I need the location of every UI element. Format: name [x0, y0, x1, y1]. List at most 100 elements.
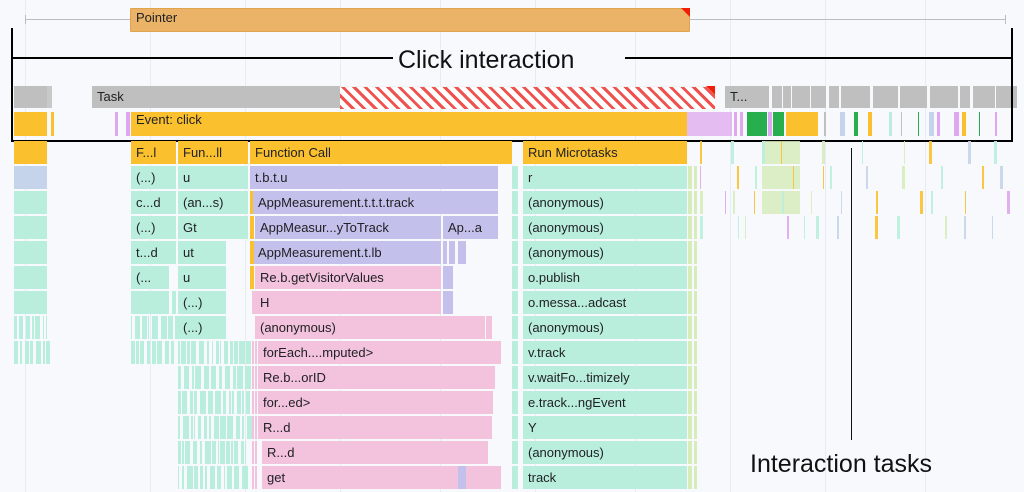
flame-entry-sliver[interactable]: [423, 441, 437, 464]
flame-entry-sliver[interactable]: [458, 341, 473, 364]
flame-entry-sliver[interactable]: [694, 341, 697, 364]
event-entry[interactable]: [954, 112, 959, 136]
flame-entry-sliver[interactable]: [14, 216, 47, 239]
flame-entry-sliver[interactable]: [35, 316, 40, 339]
flame-entry-sliver[interactable]: [252, 291, 255, 314]
flame-entry-sliver[interactable]: [161, 316, 167, 339]
flame-entry-sliver[interactable]: [255, 466, 257, 489]
flame-entry-sliver[interactable]: [226, 441, 230, 464]
flame-entry[interactable]: F...l: [131, 141, 176, 164]
flame-entry[interactable]: t.b.t.u: [250, 166, 498, 189]
flame-entry-sliver[interactable]: [25, 341, 29, 364]
flame-entry-sliver[interactable]: [190, 391, 193, 414]
flame-entry-sliver[interactable]: [512, 191, 518, 214]
flame-entry-sliver[interactable]: [194, 416, 195, 439]
flame-entry-sliver[interactable]: [14, 141, 47, 164]
flame-entry-sliver[interactable]: [224, 466, 225, 489]
flame-entry-sliver[interactable]: [255, 341, 257, 364]
event-entry-gc[interactable]: [773, 112, 784, 136]
flame-entry[interactable]: (anonymous): [255, 316, 485, 339]
flame-entry-sliver[interactable]: [413, 466, 417, 489]
flame-entry[interactable]: v.waitFo...timizely: [523, 366, 687, 389]
flame-entry-sliver[interactable]: [172, 291, 176, 314]
flame-entry-sliver[interactable]: [968, 141, 971, 164]
flame-entry-sliver[interactable]: [162, 291, 164, 314]
flame-entry-sliver[interactable]: [215, 391, 221, 414]
flame-entry-sliver[interactable]: [476, 441, 488, 464]
flame-entry[interactable]: (...): [178, 316, 226, 339]
flame-entry-sliver[interactable]: [458, 241, 466, 264]
flame-entry-sliver[interactable]: [252, 441, 254, 464]
flame-entry-sliver[interactable]: [866, 166, 868, 189]
flame-entry-sliver[interactable]: [149, 291, 152, 314]
flame-entry[interactable]: (anonymous): [523, 216, 687, 239]
flame-entry-sliver[interactable]: [182, 441, 184, 464]
flame-entry-sliver[interactable]: [475, 341, 485, 364]
task-entry-long[interactable]: Task: [92, 86, 340, 108]
flame-entry-sliver[interactable]: [688, 291, 692, 314]
long-task-hatch[interactable]: [340, 86, 715, 109]
flame-entry-sliver[interactable]: [945, 216, 947, 239]
flame-entry[interactable]: forEach....mputed>: [258, 341, 486, 364]
flame-entry-sliver[interactable]: [30, 341, 33, 364]
flame-entry[interactable]: Re.b.getVisitorValues: [255, 266, 441, 289]
flame-entry-sliver[interactable]: [140, 341, 144, 364]
flame-entry[interactable]: AppMeasurement.t.t.t.track: [253, 191, 498, 214]
flame-entry-sliver[interactable]: [236, 416, 240, 439]
flame-entry-sliver[interactable]: [804, 216, 805, 239]
flame-entry[interactable]: (...): [131, 216, 176, 239]
flame-entry-sliver[interactable]: [400, 366, 403, 389]
flame-entry-sliver[interactable]: [438, 441, 454, 464]
flame-entry[interactable]: Run Microtasks: [523, 141, 687, 164]
flame-entry[interactable]: u: [178, 166, 248, 189]
flame-entry-sliver[interactable]: [443, 291, 453, 314]
event-entry[interactable]: [740, 112, 743, 136]
flame-entry-sliver[interactable]: [467, 466, 474, 489]
interaction-pointer-entry[interactable]: Pointer: [130, 8, 690, 32]
flame-entry[interactable]: (anonymous): [523, 191, 687, 214]
flame-entry-sliver[interactable]: [237, 391, 241, 414]
task-entry[interactable]: T...: [725, 86, 769, 108]
flame-entry-sliver[interactable]: [242, 416, 244, 439]
event-entry-gc[interactable]: [747, 112, 767, 136]
flame-entry-sliver[interactable]: [423, 391, 434, 414]
flame-entry-sliver[interactable]: [781, 141, 782, 164]
flame-entry-sliver[interactable]: [782, 191, 784, 214]
flame-entry-sliver[interactable]: [461, 366, 467, 389]
flame-entry-sliver[interactable]: [412, 391, 422, 414]
flame-entry-sliver[interactable]: [965, 191, 966, 214]
flame-entry-sliver[interactable]: [142, 316, 147, 339]
flame-entry-sliver[interactable]: [694, 266, 697, 289]
task-entry[interactable]: [829, 86, 839, 108]
flame-entry-sliver[interactable]: [694, 466, 697, 489]
task-entry[interactable]: [47, 86, 52, 108]
flame-entry-sliver[interactable]: [902, 166, 905, 189]
flame-entry-sliver[interactable]: [234, 466, 239, 489]
flame-entry-sliver[interactable]: [688, 391, 692, 414]
flame-entry-sliver[interactable]: [200, 466, 203, 489]
flame-entry-sliver[interactable]: [876, 191, 878, 214]
flame-entry-sliver[interactable]: [205, 441, 211, 464]
flame-entry-sliver[interactable]: [964, 216, 966, 239]
flame-entry-sliver[interactable]: [694, 391, 697, 414]
flame-entry-sliver[interactable]: [512, 466, 518, 489]
flame-entry-sliver[interactable]: [168, 316, 173, 339]
flame-entry-sliver[interactable]: [733, 191, 735, 214]
flame-entry-sliver[interactable]: [242, 466, 248, 489]
flame-entry-sliver[interactable]: [252, 416, 254, 439]
flame-entry-sliver[interactable]: [469, 391, 478, 414]
flame-entry-sliver[interactable]: [194, 466, 198, 489]
event-entry[interactable]: [979, 112, 980, 136]
flame-entry-sliver[interactable]: [437, 366, 447, 389]
flame-entry-sliver[interactable]: [453, 391, 462, 414]
flame-entry-sliver[interactable]: [816, 216, 819, 239]
flame-entry-sliver[interactable]: [406, 416, 416, 439]
flame-entry-sliver[interactable]: [232, 391, 234, 414]
flame-entry-sliver[interactable]: [255, 366, 257, 389]
flame-entry-sliver[interactable]: [187, 466, 193, 489]
flame-entry-sliver[interactable]: [418, 466, 431, 489]
flame-entry-sliver[interactable]: [234, 341, 238, 364]
flame-entry-sliver[interactable]: [862, 141, 863, 164]
flame-entry-sliver[interactable]: [14, 241, 47, 264]
flame-entry-sliver[interactable]: [178, 366, 181, 389]
